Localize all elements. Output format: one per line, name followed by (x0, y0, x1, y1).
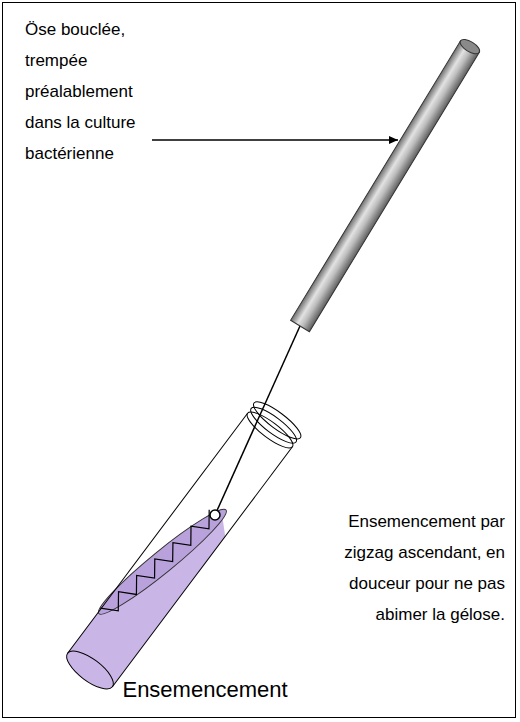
callout-label: Öse bouclée, trempée préalablement dans … (25, 14, 145, 169)
loop-tip (210, 510, 220, 520)
loop-wire (215, 326, 300, 515)
test-tube (53, 391, 305, 696)
caption: Ensemencement (100, 676, 310, 704)
note-label: Ensemencement par zigzag ascendant, en d… (315, 506, 505, 630)
loop-handle (291, 37, 482, 332)
leader-arrow (152, 139, 398, 140)
